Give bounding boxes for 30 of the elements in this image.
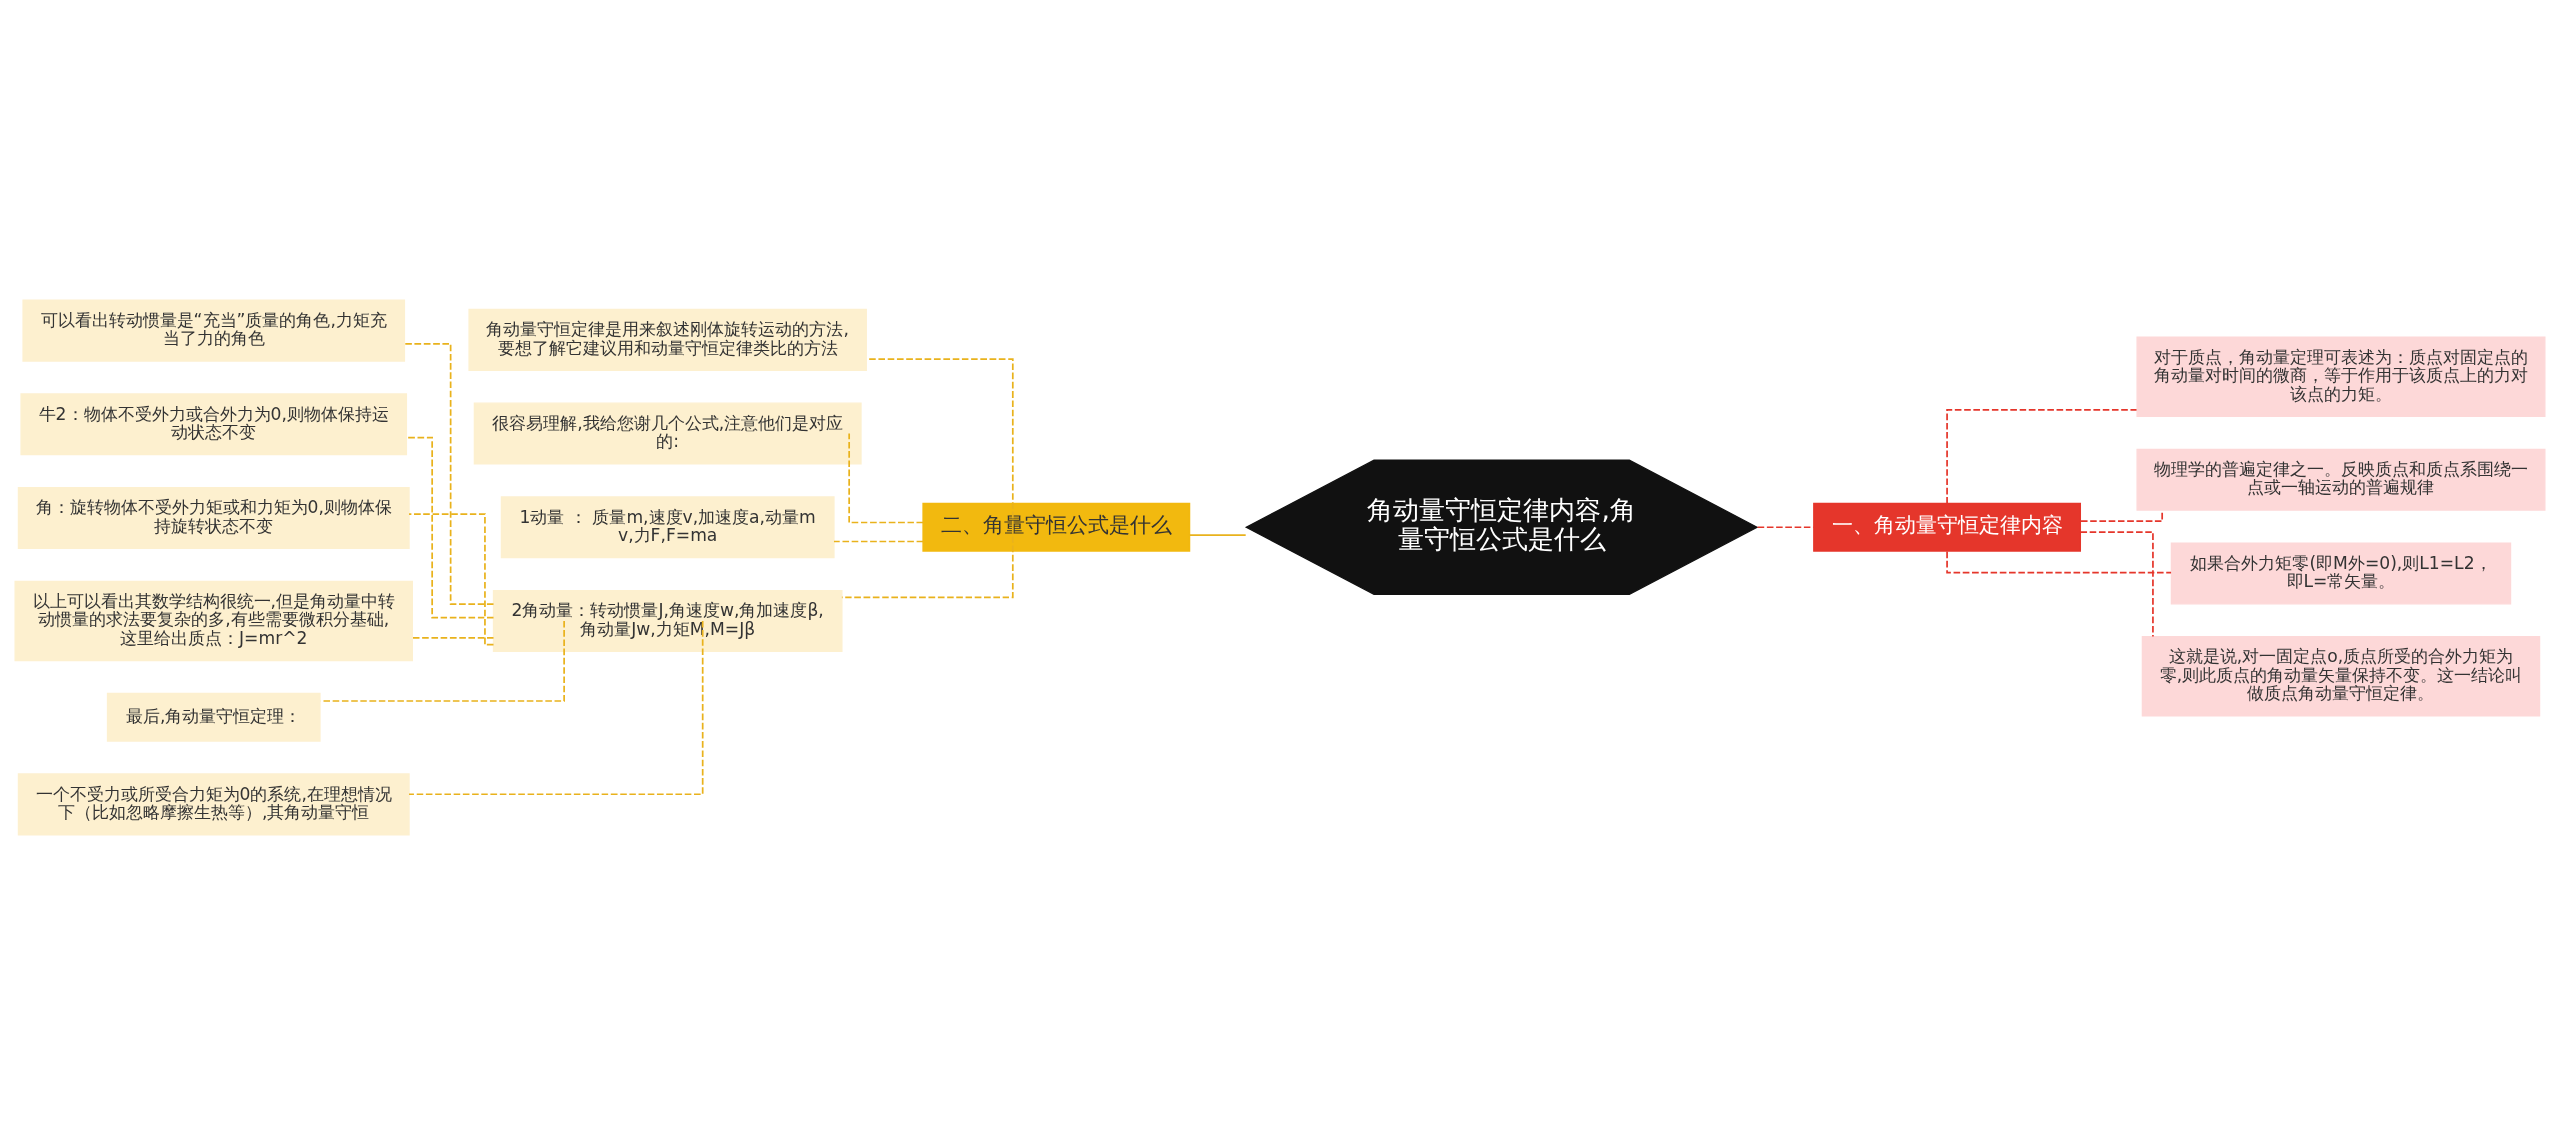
connector	[1946, 550, 2172, 574]
connector	[402, 342, 495, 605]
connector	[1946, 408, 2138, 505]
connector	[408, 513, 495, 646]
connector	[2079, 531, 2154, 638]
connector	[408, 620, 704, 796]
node-box: 角动量守恒定律是用来叙述刚体旋转运动的方法,要想了解它建议用和动量守恒定律类比的方法	[468, 308, 867, 371]
connector	[833, 540, 924, 543]
node-box: 二、角量守恒公式是什么	[922, 502, 1191, 552]
connector	[841, 526, 1014, 599]
connector	[405, 436, 495, 619]
node-box: 物理学的普遍定律之一。反映质点和质点系围绕一点或一轴运动的普遍规律	[2136, 448, 2546, 511]
connector	[1756, 526, 1815, 529]
node-box: 角：旋转物体不受外力矩或和力矩为0,则物体保持旋转状态不变	[17, 487, 410, 550]
node-box: 对于质点，角动量定理可表述为：质点对固定点的角动量对时间的微商，等于作用于该质点上的力对该点的力矩。	[2136, 336, 2546, 418]
node-box: 如果合外力矩零(即M外=0),则L1=L2，即L=常矢量。	[2170, 542, 2512, 605]
node-box: 一、角动量守恒定律内容	[1813, 502, 2081, 552]
node-box: 一个不受力或所受合力矩为0的系统,在理想情况下（比如忽略摩擦生热等）,其角动量守恒	[17, 773, 410, 836]
node-box: 2角动量：转动惯量J,角速度w,角加速度β,角动量Jw,力矩M,M=Jβ	[492, 589, 843, 652]
node-box: 最后,角动量守恒定理：	[106, 692, 321, 742]
node-box: 1动量 ： 质量m,速度v,加速度a,动量mv,力F,F=ma	[500, 496, 835, 559]
node-box: 可以看出转动惯量是“充当”质量的角色,力矩充当了力的角色	[22, 299, 406, 362]
node-box: 牛2：物体不受外力或合外力为0,则物体保持运动状态不变	[20, 393, 408, 456]
connector	[1188, 534, 1247, 537]
node-box: 很容易理解,我给您谢几个公式,注意他们是对应的:	[473, 402, 862, 465]
node-box: 这就是说,对一固定点o,质点所受的合外力矩为零,则此质点的角动量矢量保持不变。这一结论叫做质点角动量守恒定律。	[2141, 636, 2541, 717]
connector	[866, 358, 1014, 529]
connector	[848, 432, 924, 524]
connector	[412, 636, 495, 639]
node-box: 以上可以看出其数学结构很统一,但是角动量中转动惯量的求法要复杂的多,有些需要微积分基础,这里给出质点：J=mr^2	[14, 580, 413, 662]
